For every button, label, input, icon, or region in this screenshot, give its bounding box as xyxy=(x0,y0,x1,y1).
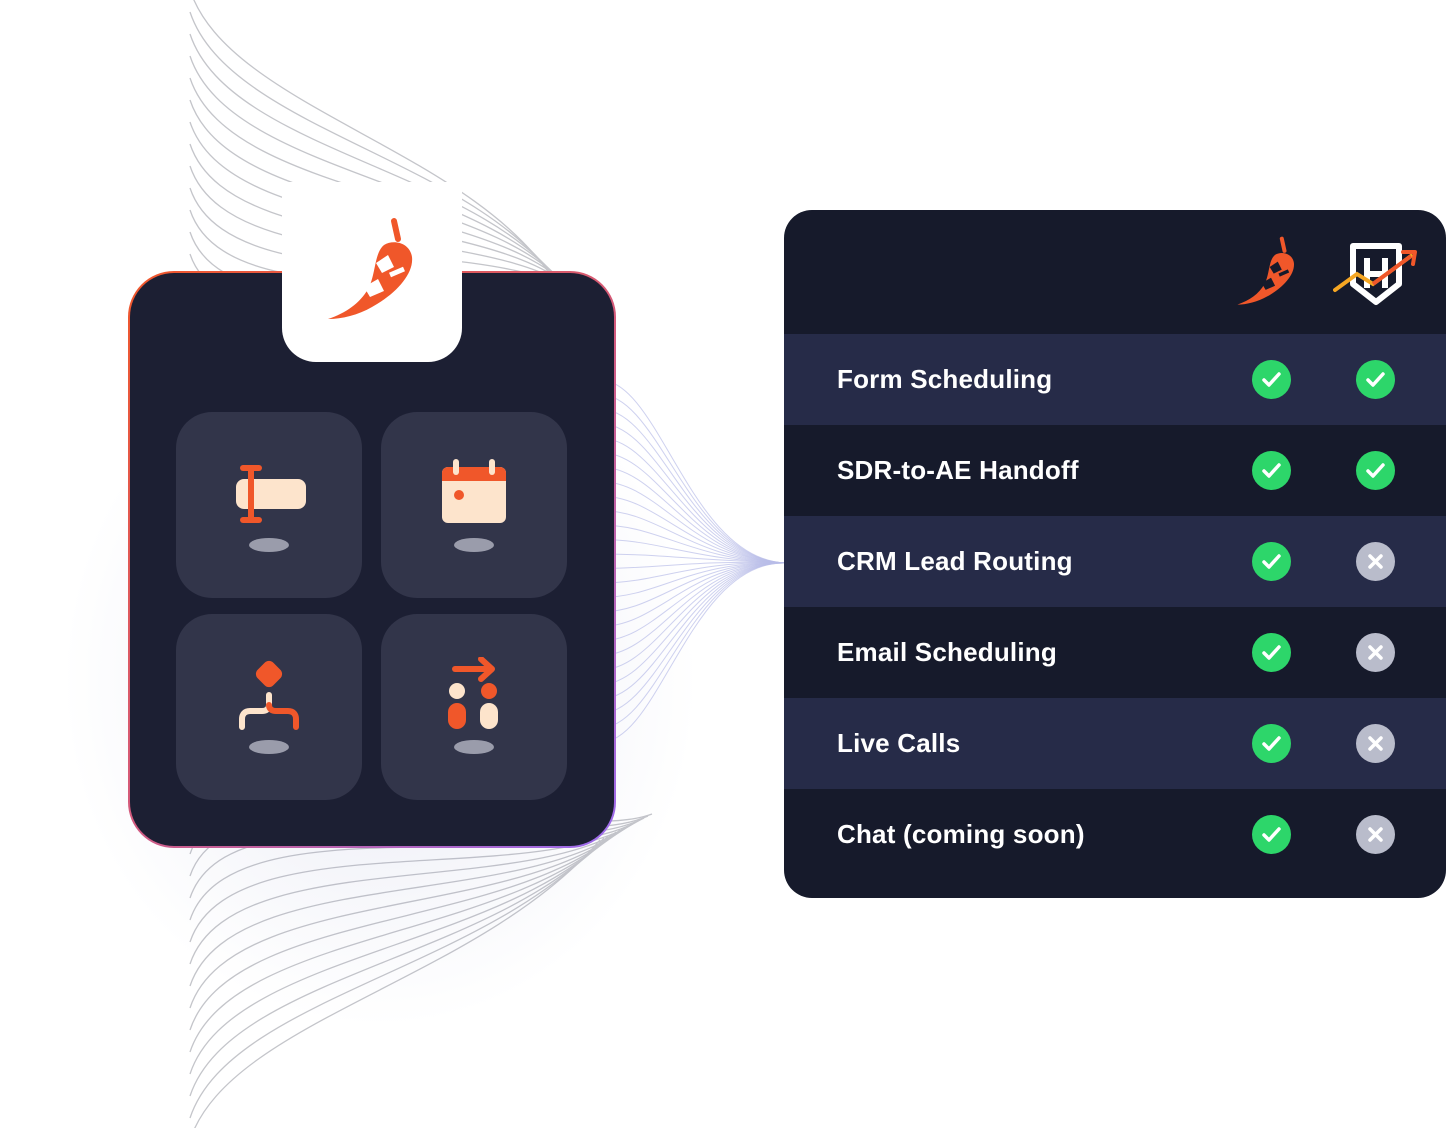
product-logo-tab xyxy=(282,182,462,362)
feature-tile-forms xyxy=(176,412,362,598)
chili-pepper-logo-icon xyxy=(1237,236,1295,305)
comparison-row: Chat (coming soon) xyxy=(784,789,1446,880)
shield-h-growth-logo-icon xyxy=(1333,243,1417,305)
feature-label: Live Calls xyxy=(837,728,961,758)
check-icon xyxy=(1252,815,1291,854)
check-icon xyxy=(1252,633,1291,672)
check-icon xyxy=(1356,360,1395,399)
check-icon xyxy=(1252,724,1291,763)
feature-label: Form Scheduling xyxy=(837,364,1053,394)
feature-tile-routing xyxy=(176,614,362,800)
cross-icon xyxy=(1356,815,1395,854)
cross-icon xyxy=(1356,542,1395,581)
check-icon xyxy=(1252,451,1291,490)
routing-branch-icon xyxy=(239,660,299,754)
connector-fan-lines xyxy=(600,379,787,743)
check-icon xyxy=(1252,542,1291,581)
feature-tile-calendar xyxy=(381,412,567,598)
feature-label: CRM Lead Routing xyxy=(837,546,1073,576)
cross-icon xyxy=(1356,724,1395,763)
feature-label: Email Scheduling xyxy=(837,637,1057,667)
comparison-row: Live Calls xyxy=(784,698,1446,789)
handoff-people-arrow-icon xyxy=(448,657,498,754)
feature-label: Chat (coming soon) xyxy=(837,819,1085,849)
feature-label: SDR-to-AE Handoff xyxy=(837,455,1079,485)
feature-tile-handoff xyxy=(381,614,567,800)
check-icon xyxy=(1356,451,1395,490)
cross-icon xyxy=(1356,633,1395,672)
comparison-row: Form Scheduling xyxy=(784,334,1446,425)
check-icon xyxy=(1252,360,1291,399)
comparison-row: CRM Lead Routing xyxy=(784,516,1446,607)
comparison-header xyxy=(784,210,1446,334)
form-text-cursor-icon xyxy=(236,465,306,552)
comparison-row: Email Scheduling xyxy=(784,607,1446,698)
calendar-icon xyxy=(442,459,506,552)
comparison-row: SDR-to-AE Handoff xyxy=(784,425,1446,516)
chili-pepper-logo-icon xyxy=(328,218,413,319)
